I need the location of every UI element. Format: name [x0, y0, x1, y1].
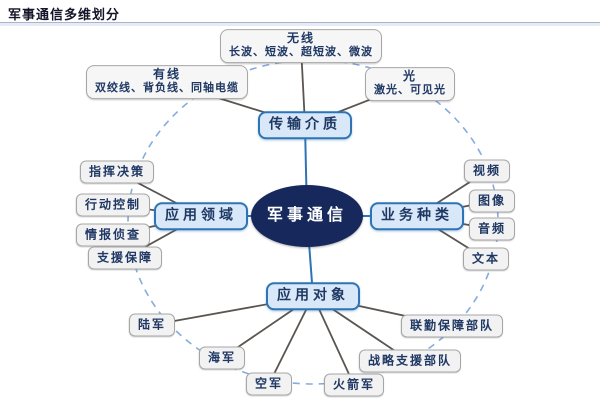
node-audio: 音频: [468, 217, 516, 241]
node-army: 陆军: [128, 313, 176, 337]
node-strategic-support-force: 战略支援部队: [358, 349, 462, 373]
node-image: 图像: [468, 189, 516, 213]
branch-transmission-medium: 传输介质: [258, 111, 352, 139]
node-command-decision: 指挥决策: [79, 160, 155, 184]
branch-service-type: 业务种类: [370, 202, 464, 230]
node-joint-logistics-force: 联勤保障部队: [400, 314, 504, 338]
node-wireless-title: 无线: [286, 31, 315, 46]
node-navy: 海军: [198, 346, 246, 370]
branch-application-object: 应用对象: [266, 282, 360, 310]
node-wireless-detail: 长波、短波、超短波、微波: [229, 46, 373, 59]
hub-military-communication: 军事通信: [251, 185, 363, 247]
node-video: 视频: [463, 159, 511, 183]
node-intelligence-recon: 情报侦查: [75, 223, 151, 247]
node-support-assurance: 支援保障: [87, 246, 163, 270]
node-wired-detail: 双绞线、背负线、同轴电缆: [95, 82, 239, 95]
node-text: 文本: [462, 247, 510, 271]
node-optical-title: 光: [402, 69, 417, 84]
title-underline: [0, 22, 600, 26]
node-action-control: 行动控制: [75, 193, 151, 217]
page-title: 军事通信多维划分: [8, 7, 121, 22]
node-wireless: 无线 长波、短波、超短波、微波: [220, 29, 382, 63]
node-rocket-force: 火箭军: [323, 373, 385, 397]
branch-application-field: 应用领域: [154, 202, 248, 230]
node-optical: 光 激光、可见光: [365, 67, 455, 101]
node-air-force: 空军: [245, 372, 293, 396]
node-optical-detail: 激光、可见光: [374, 84, 446, 97]
node-wired-title: 有线: [152, 67, 181, 82]
node-wired: 有线 双绞线、背负线、同轴电缆: [86, 65, 248, 99]
